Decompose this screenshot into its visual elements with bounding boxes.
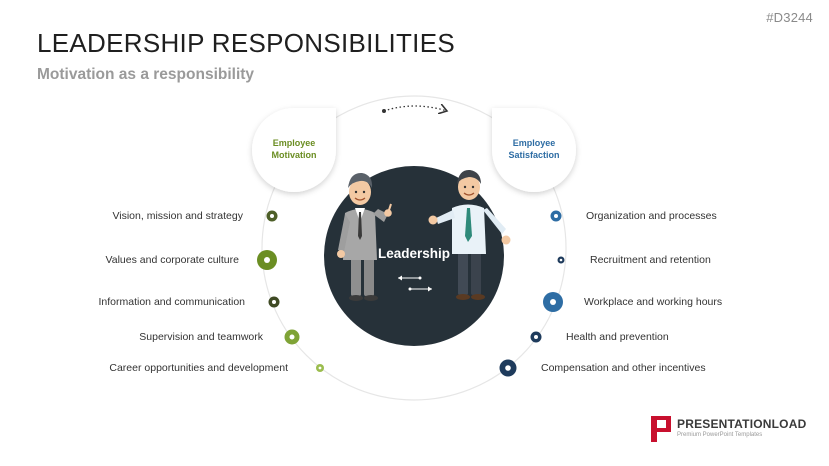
left-item-values: Values and corporate culture: [105, 254, 239, 266]
slide-subtitle: Motivation as a responsibility: [37, 66, 255, 83]
left-nodes: [257, 210, 324, 372]
left-item-career: Career opportunities and development: [109, 362, 288, 374]
right-nodes: [499, 210, 565, 377]
logo-mark-icon: [651, 416, 671, 442]
left-item-information: Information and communication: [98, 296, 246, 308]
cycle-arrow-start-dot: [382, 109, 386, 113]
logo-brand-load: LOAD: [771, 417, 807, 431]
cycle-arrow: [383, 106, 447, 111]
bubble-employee-satisfaction: [492, 108, 576, 192]
right-item-compensation: Compensation and other incentives: [541, 362, 706, 374]
logo-brand-presentation: PRESENTATION: [677, 417, 772, 431]
right-item-health: Health and prevention: [566, 331, 669, 343]
logo-tagline: Premium PowerPoint Templates: [677, 432, 763, 438]
center-label-leadership: Leadership: [377, 246, 451, 261]
slide-id: #D3244: [766, 10, 813, 25]
bubble-employee-motivation: [252, 108, 336, 192]
exchange-arrows-icon: [398, 275, 432, 292]
outer-ring: [261, 95, 567, 401]
slide-title: LEADERSHIP RESPONSIBILITIES: [37, 28, 455, 58]
employee-white-shirt-figure: [428, 169, 511, 300]
bubble-label-employee-satisfaction: Employee Satisfaction: [508, 138, 560, 160]
left-item-vision: Vision, mission and strategy: [112, 210, 243, 222]
presentationload-logo: PRESENTATIONLOAD Premium PowerPoint Temp…: [651, 413, 811, 445]
right-item-workplace: Workplace and working hours: [584, 296, 723, 308]
right-item-organization: Organization and processes: [586, 210, 717, 222]
left-item-supervision: Supervision and teamwork: [139, 331, 263, 343]
leader-grey-suit-figure: [337, 172, 392, 301]
bubble-label-employee-motivation: Employee Motivation: [271, 138, 317, 160]
right-item-recruitment: Recruitment and retention: [590, 254, 711, 266]
